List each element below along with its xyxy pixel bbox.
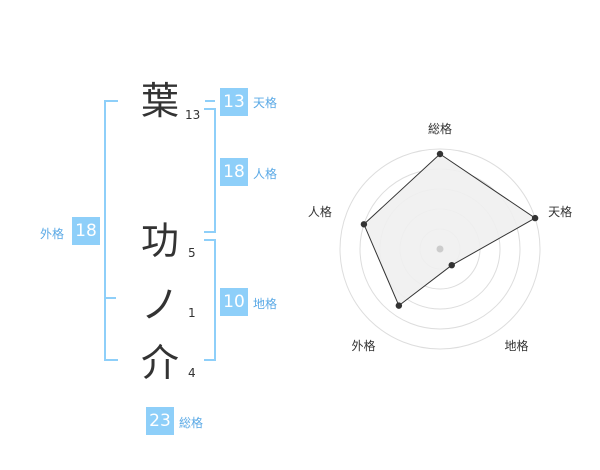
stroke-count-4: 4: [188, 366, 196, 380]
radar-point-4: [395, 302, 403, 309]
jinkaku-badge: 18: [220, 158, 248, 186]
radar-axis-label-3: 地格: [505, 338, 529, 353]
tenkaku-bracket: [205, 100, 215, 102]
chikaku-label: 地格: [253, 297, 278, 311]
soukaku-badge: 23: [146, 407, 174, 435]
chikaku-bracket: [204, 239, 216, 361]
radar-area: [363, 153, 537, 307]
radar-axis-label-5: 人格: [308, 204, 332, 219]
gaikaku-bracket-tick: [106, 297, 116, 299]
tenkaku-label: 天格: [253, 96, 278, 110]
name-char-4: 介: [140, 341, 179, 385]
tenkaku-badge: 13: [220, 88, 248, 116]
radar-axis-label-2: 天格: [548, 204, 572, 219]
name-char-2: 功: [140, 219, 179, 263]
gaikaku-bracket: [104, 100, 118, 361]
gaikaku-label: 外格: [40, 227, 65, 241]
name-char-3: ノ: [140, 283, 179, 327]
gaikaku-badge: 18: [72, 217, 100, 245]
radar-axis-label-4: 外格: [351, 338, 375, 353]
radar-point-5: [360, 221, 368, 228]
jinkaku-bracket: [204, 108, 216, 233]
stroke-count-3: 1: [188, 306, 196, 320]
radar-center-dot: [436, 245, 444, 253]
radar-axis-label-1: 総格: [428, 121, 452, 136]
chikaku-badge: 10: [220, 288, 248, 316]
radar-point-1: [436, 150, 444, 158]
radar-point-3: [448, 261, 455, 269]
stroke-count-1: 13: [185, 108, 201, 122]
stroke-count-2: 5: [188, 246, 196, 260]
jinkaku-label: 人格: [253, 167, 278, 181]
radar-ring: [339, 148, 541, 350]
name-char-1: 葉: [140, 79, 179, 123]
soukaku-label: 総格: [179, 416, 204, 430]
radar-point-2: [531, 214, 539, 222]
